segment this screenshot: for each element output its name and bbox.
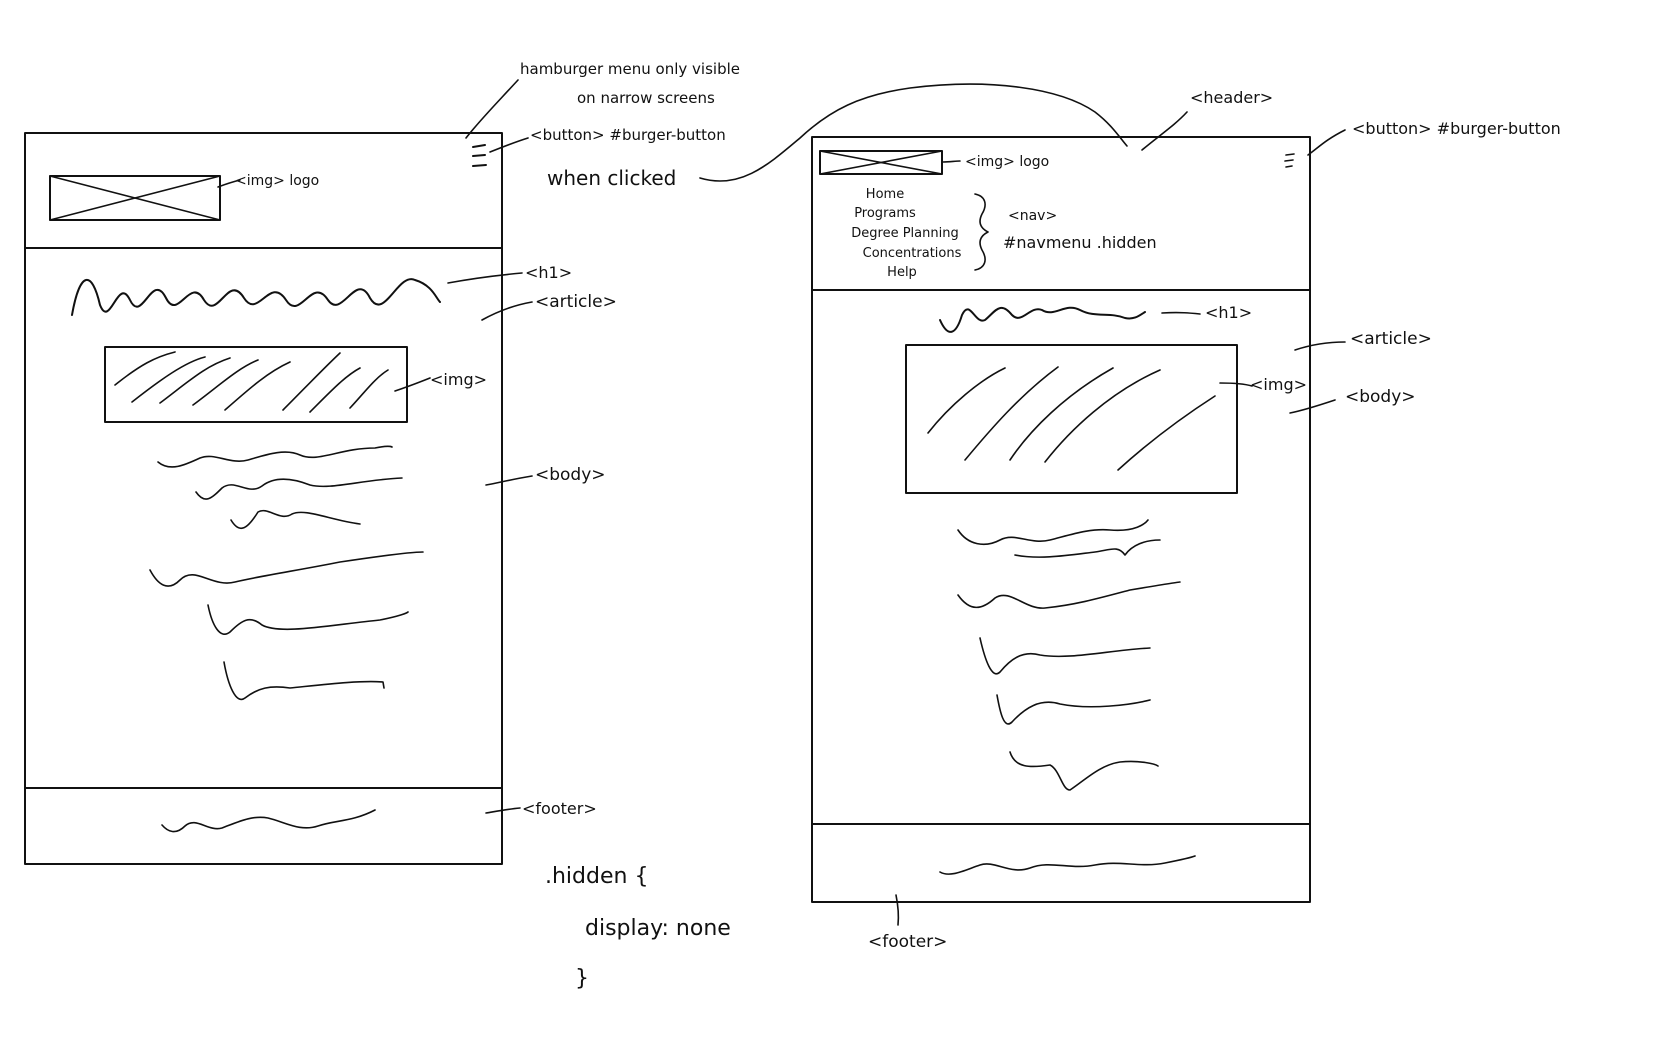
right-header-label: <header> <box>1190 88 1273 107</box>
right-logo-label: <img> logo <box>965 154 1049 170</box>
left-logo-placeholder <box>49 175 221 221</box>
left-footer-scribble <box>161 809 376 833</box>
right-wireframe: Home Programs Degree Planning Concentrat… <box>811 88 1561 952</box>
left-body-label: <body> <box>535 465 606 485</box>
right-h1-label: <h1> <box>1205 303 1252 322</box>
right-nav-id-label: #navmenu .hidden <box>1003 233 1157 252</box>
left-footer-label: <footer> <box>522 799 597 818</box>
left-wireframe: hamburger menu only visible on narrow sc… <box>24 60 740 865</box>
left-image-placeholder <box>104 346 408 423</box>
nav-item-programs[interactable]: Programs <box>854 206 916 221</box>
right-burger-icon[interactable] <box>1284 153 1295 168</box>
css-note: .hidden { display: none } <box>545 864 731 991</box>
nav-item-home[interactable]: Home <box>866 187 904 202</box>
right-image-placeholder <box>905 344 1238 494</box>
right-logo-placeholder <box>819 150 943 175</box>
right-article-label: <article> <box>1350 329 1432 349</box>
css-note-line1: .hidden { <box>545 864 648 889</box>
right-body-label: <body> <box>1345 387 1416 407</box>
nav-brace <box>974 193 989 271</box>
right-burger-button-label: <button> #burger-button <box>1352 119 1561 138</box>
right-footer-scribble <box>939 855 1196 875</box>
left-hamburger-note-line2: on narrow screens <box>577 89 715 107</box>
right-footer-label: <footer> <box>868 932 947 952</box>
left-h1-scribble <box>71 278 441 316</box>
connector-curve <box>699 83 1128 182</box>
when-clicked-label: when clicked <box>547 166 676 190</box>
left-h1-label: <h1> <box>525 263 572 282</box>
nav-item-concentrations[interactable]: Concentrations <box>863 246 962 261</box>
left-logo-label: <img> logo <box>235 173 319 189</box>
right-page-outline <box>811 136 1311 903</box>
nav-item-degree-planning[interactable]: Degree Planning <box>851 226 958 241</box>
left-page-outline <box>24 132 503 865</box>
left-hamburger-note-line1: hamburger menu only visible <box>520 60 740 78</box>
right-nav-menu: Home Programs Degree Planning Concentrat… <box>851 187 989 280</box>
right-body-scribbles <box>957 519 1181 791</box>
left-burger-button-label: <button> #burger-button <box>530 126 726 144</box>
right-img-label: <img> <box>1250 375 1307 394</box>
right-annotation-leaders <box>895 111 1346 926</box>
right-nav-label: <nav> <box>1008 208 1057 224</box>
css-note-line2: display: none <box>585 916 731 941</box>
click-connector: when clicked <box>547 83 1128 190</box>
left-body-scribbles <box>149 445 424 701</box>
left-burger-icon[interactable] <box>472 144 487 167</box>
nav-item-help[interactable]: Help <box>887 265 917 280</box>
css-note-line3: } <box>575 966 589 991</box>
left-article-label: <article> <box>535 292 617 312</box>
right-h1-scribble <box>939 306 1146 333</box>
left-img-label: <img> <box>430 370 487 389</box>
left-annotation-leaders <box>217 79 533 814</box>
